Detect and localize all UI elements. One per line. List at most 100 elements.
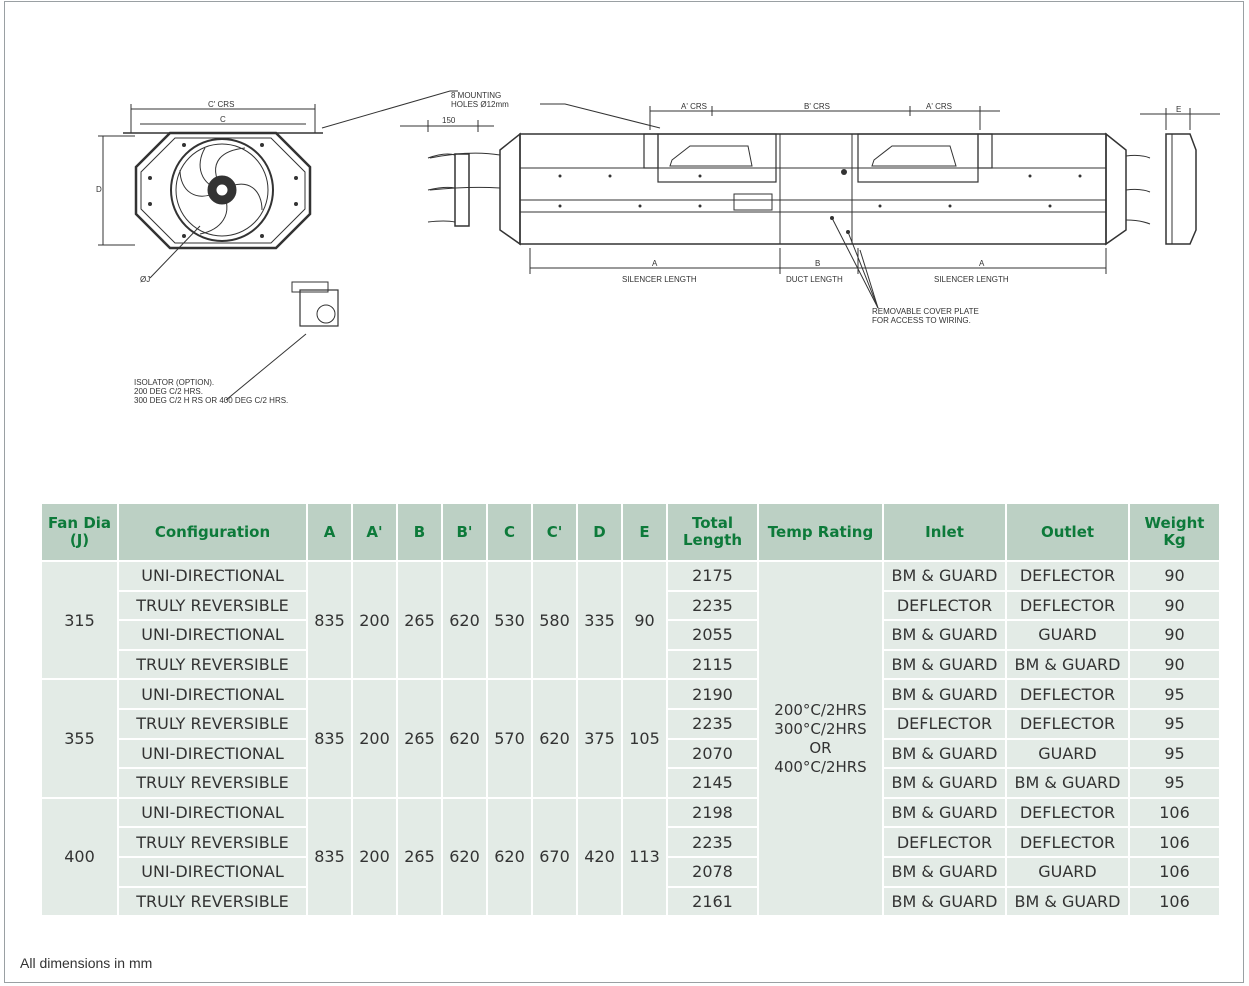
cell-total-length: 2235 — [666, 589, 759, 622]
footnote: All dimensions in mm — [20, 955, 153, 971]
cell-b: 265 — [396, 678, 443, 799]
header-c-prime: C' — [531, 502, 578, 562]
cell-outlet: DEFLECTOR — [1005, 589, 1130, 622]
table-header-row: Fan Dia (J) Configuration A A' B B' C C'… — [40, 502, 1221, 562]
cell-outlet: BM & GUARD — [1005, 767, 1130, 799]
header-d: D — [576, 502, 623, 562]
cell-fan-dia: 315 — [40, 559, 119, 681]
cell-outlet: GUARD — [1005, 855, 1130, 888]
header-a-prime: A' — [351, 502, 398, 562]
cell-configuration: TRULY REVERSIBLE — [117, 648, 308, 681]
duct-length: DUCT LENGTH — [786, 275, 843, 284]
cell-d: 335 — [576, 559, 623, 681]
drawing-svg: C' CRS C D ØJ 8 MOUNTING HOLES Ø12mm 150… — [96, 90, 1220, 401]
cell-weight: 95 — [1128, 707, 1221, 740]
cell-a: 835 — [306, 559, 353, 681]
dim-d: D — [96, 185, 102, 194]
header-total-length: Total Length — [666, 502, 759, 562]
cell-total-length: 2055 — [666, 619, 759, 651]
cell-inlet: DEFLECTOR — [882, 826, 1007, 858]
cell-outlet: DEFLECTOR — [1005, 796, 1130, 829]
table-row: TRULY REVERSIBLE 2235 DEFLECTOR DEFLECTO… — [41, 826, 1221, 858]
header-outlet: Outlet — [1005, 502, 1130, 562]
cell-total-length: 2115 — [666, 648, 759, 681]
header-a: A — [306, 502, 353, 562]
cell-outlet: DEFLECTOR — [1005, 560, 1130, 592]
cell-e: 113 — [621, 796, 668, 918]
silencer-length-left: SILENCER LENGTH — [622, 275, 697, 284]
table-row: 400 UNI-DIRECTIONAL 835 200 265 620 620 … — [40, 796, 1221, 918]
cell-total-length: 2070 — [666, 737, 759, 770]
cell-configuration: UNI-DIRECTIONAL — [117, 560, 308, 592]
table-row: TRULY REVERSIBLE 2115 BM & GUARD BM & GU… — [41, 648, 1221, 681]
cell-inlet: BM & GUARD — [882, 737, 1007, 770]
header-c: C — [486, 502, 533, 562]
table-row: TRULY REVERSIBLE 2235 DEFLECTOR DEFLECTO… — [41, 707, 1221, 740]
cell-inlet: BM & GUARD — [882, 619, 1007, 651]
cell-total-length: 2198 — [666, 796, 759, 829]
cover-plate-label-2: FOR ACCESS TO WIRING. — [872, 316, 971, 325]
cell-c: 530 — [486, 559, 533, 681]
cell-c: 620 — [486, 796, 533, 918]
cell-weight: 106 — [1128, 796, 1221, 829]
header-fan-dia: Fan Dia (J) — [40, 502, 119, 562]
cell-total-length: 2175 — [666, 560, 759, 592]
cell-configuration: TRULY REVERSIBLE — [117, 885, 308, 918]
cell-weight: 106 — [1128, 885, 1221, 918]
dim-phi-j: ØJ — [140, 275, 150, 284]
cell-weight: 90 — [1128, 589, 1221, 622]
mounting-label-2: HOLES Ø12mm — [451, 100, 509, 109]
cell-weight: 106 — [1128, 855, 1221, 888]
cell-a: 835 — [306, 796, 353, 918]
table-row: UNI-DIRECTIONAL 2078 BM & GUARD GUARD 10… — [41, 855, 1221, 888]
cell-weight: 95 — [1128, 767, 1221, 799]
cell-total-length: 2145 — [666, 767, 759, 799]
cell-b-prime: 620 — [441, 559, 488, 681]
header-b-prime: B' — [441, 502, 488, 562]
cell-outlet: BM & GUARD — [1005, 885, 1130, 918]
cell-b-prime: 620 — [441, 678, 488, 799]
specification-table: Fan Dia (J) Configuration A A' B B' C C'… — [40, 502, 1221, 918]
cell-outlet: BM & GUARD — [1005, 648, 1130, 681]
cell-weight: 95 — [1128, 737, 1221, 770]
table-row: TRULY REVERSIBLE 2161 BM & GUARD BM & GU… — [41, 885, 1221, 918]
cell-total-length: 2235 — [666, 826, 759, 858]
isolator-note: ISOLATOR (OPTION). 200 DEG C/2 HRS. 300 … — [134, 378, 289, 405]
cell-e: 90 — [621, 559, 668, 681]
cell-e: 105 — [621, 678, 668, 799]
cell-inlet: DEFLECTOR — [882, 589, 1007, 622]
header-weight: Weight Kg — [1128, 502, 1221, 562]
cell-fan-dia: 355 — [40, 678, 119, 799]
table-row: TRULY REVERSIBLE 2145 BM & GUARD BM & GU… — [41, 767, 1221, 799]
cell-outlet: DEFLECTOR — [1005, 826, 1130, 858]
cell-inlet: BM & GUARD — [882, 648, 1007, 681]
mounting-label-1: 8 MOUNTING — [451, 91, 501, 100]
cell-configuration: TRULY REVERSIBLE — [117, 707, 308, 740]
cell-c-prime: 580 — [531, 559, 578, 681]
table-row: 315 UNI-DIRECTIONAL 835 200 265 620 530 … — [40, 559, 1221, 918]
cell-inlet: BM & GUARD — [882, 678, 1007, 710]
cell-weight: 90 — [1128, 560, 1221, 592]
cell-configuration: UNI-DIRECTIONAL — [117, 796, 308, 829]
cell-inlet: BM & GUARD — [882, 855, 1007, 888]
cell-inlet: DEFLECTOR — [882, 707, 1007, 740]
cell-b-prime: 620 — [441, 796, 488, 918]
cell-weight: 90 — [1128, 619, 1221, 651]
cell-inlet: BM & GUARD — [882, 885, 1007, 918]
cell-a: 835 — [306, 678, 353, 799]
cell-total-length: 2161 — [666, 885, 759, 918]
cell-configuration: UNI-DIRECTIONAL — [117, 737, 308, 770]
dim-a-crs-right: A' CRS — [926, 102, 952, 111]
cell-inlet: BM & GUARD — [882, 796, 1007, 829]
cell-inlet: BM & GUARD — [882, 560, 1007, 592]
dim-e: E — [1176, 105, 1181, 114]
cell-total-length: 2190 — [666, 678, 759, 710]
cell-total-length: 2235 — [666, 707, 759, 740]
cell-a-prime: 200 — [351, 796, 398, 918]
cell-outlet: GUARD — [1005, 737, 1130, 770]
cell-outlet: DEFLECTOR — [1005, 707, 1130, 740]
dim-c-crs: C' CRS — [208, 100, 234, 109]
dim-c: C — [220, 115, 226, 124]
header-e: E — [621, 502, 668, 562]
cell-c: 570 — [486, 678, 533, 799]
